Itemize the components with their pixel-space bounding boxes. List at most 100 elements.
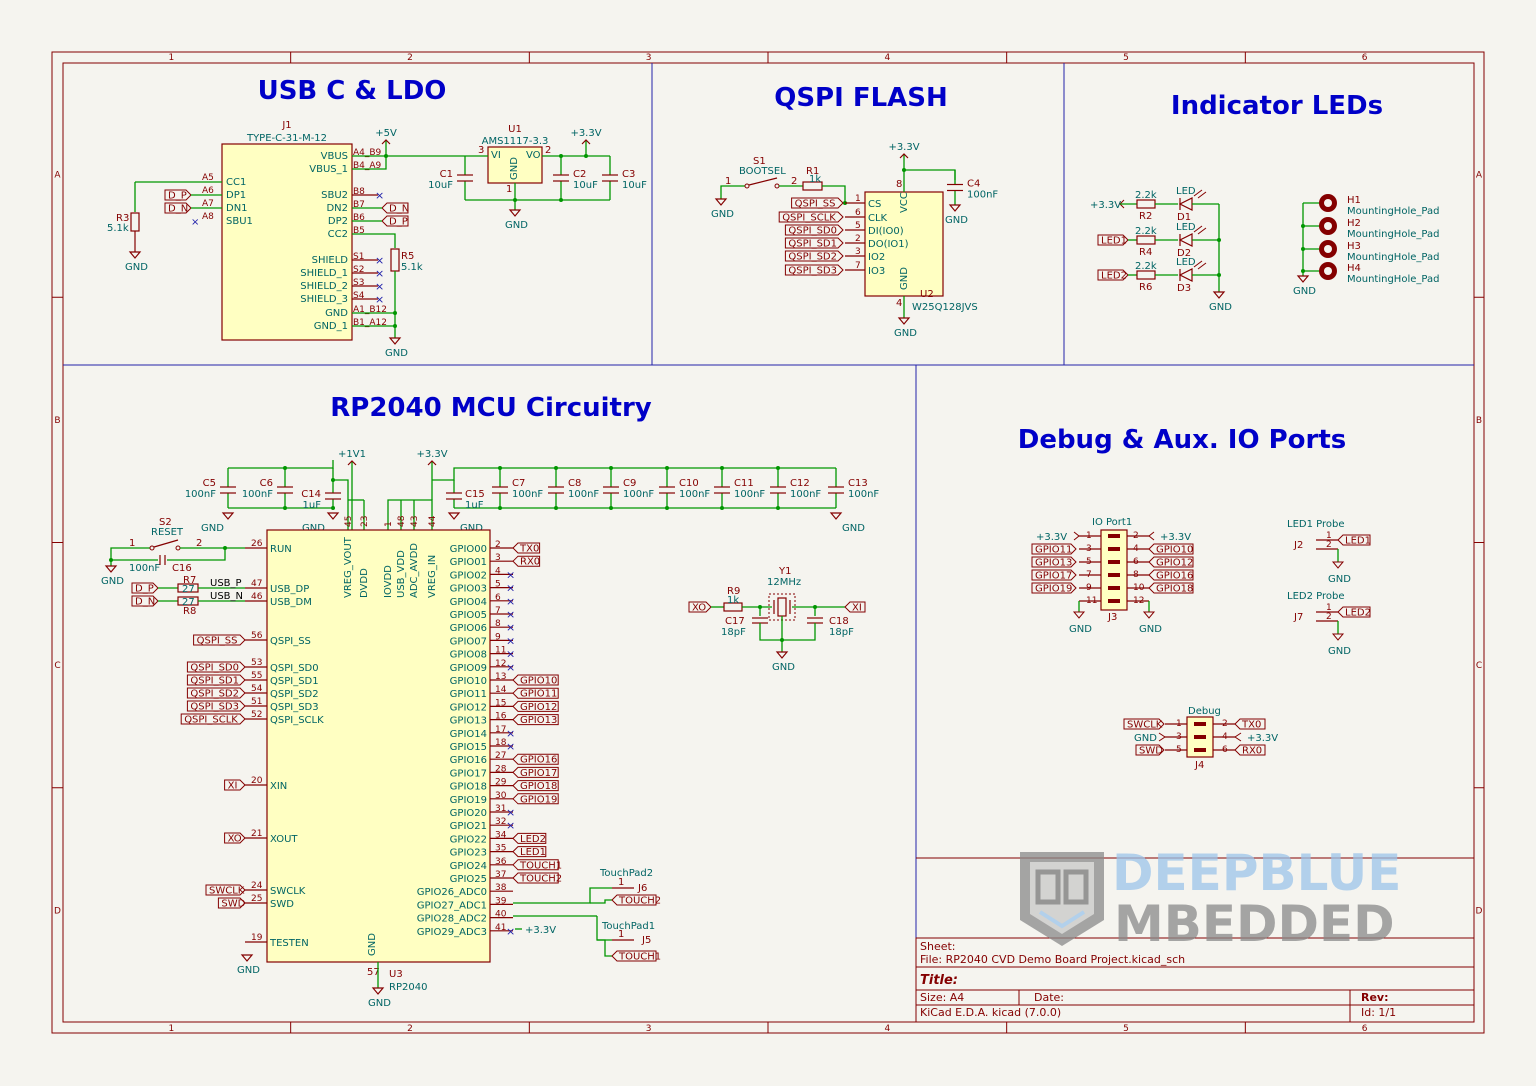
net-label bbox=[186, 674, 246, 686]
pin-name: DP2 bbox=[328, 216, 348, 227]
pin-number: 27 bbox=[495, 751, 506, 761]
net-label-text: QSPI_SD0 bbox=[788, 226, 837, 237]
net-label: TOUCH2 bbox=[611, 894, 661, 907]
net-label-text: D_N bbox=[168, 204, 188, 215]
net-label-text: QSPI_SD0 bbox=[190, 663, 239, 674]
pin-number: A8 bbox=[202, 212, 214, 222]
pin-name: GPIO02 bbox=[450, 570, 487, 581]
net-label bbox=[784, 237, 844, 249]
r9-value: 1k bbox=[727, 595, 739, 606]
cap-value: 1uF bbox=[303, 500, 322, 511]
net-label: XI bbox=[844, 601, 866, 614]
pin-name: GPIO28_ADC2 bbox=[417, 914, 487, 925]
gpio28-3v3: +3.3V bbox=[525, 925, 556, 936]
gnd-triangle bbox=[508, 209, 522, 217]
gnd-label: GND bbox=[842, 523, 865, 534]
pin-name: CC2 bbox=[328, 229, 348, 240]
header-pin bbox=[1108, 547, 1120, 551]
pin-name: GND_1 bbox=[314, 321, 348, 332]
frame-col-number: 5 bbox=[1123, 1024, 1129, 1034]
pin-number: A4_B9 bbox=[353, 148, 382, 158]
net-label-text: QSPI_SD1 bbox=[788, 239, 837, 250]
power-symbol-icon: +5V bbox=[375, 128, 397, 145]
pin-number: 1 bbox=[1176, 719, 1182, 729]
pin-number: 56 bbox=[251, 631, 263, 641]
pin-name: USB_DP bbox=[270, 584, 309, 595]
net-label-text: QSPI_SS bbox=[795, 199, 836, 210]
power-label: +3.3V bbox=[1036, 532, 1067, 543]
frame-row-letter: B bbox=[1476, 416, 1482, 426]
power-label: +3.3V bbox=[1247, 733, 1278, 744]
hole-value: MountingHole_Pad bbox=[1347, 229, 1439, 240]
led-rows: +3.3V2.2kR2LEDD1LED12.2kR4LEDD2LED22.2kR… bbox=[1090, 186, 1221, 294]
frame-col-number: 1 bbox=[168, 1024, 174, 1034]
r1-value: 1k bbox=[809, 174, 821, 185]
pin-name: TESTEN bbox=[269, 938, 309, 949]
hole-ref: H3 bbox=[1347, 241, 1361, 252]
cap-value: 10uF bbox=[622, 180, 647, 191]
pin-number: 2 bbox=[855, 234, 861, 244]
u2-pin4: 4 bbox=[896, 298, 902, 309]
wire bbox=[822, 185, 846, 203]
led-diode-icon bbox=[1178, 233, 1193, 247]
net-label-text: QSPI_SCLK bbox=[782, 213, 836, 224]
c16-value: 100nF bbox=[129, 563, 160, 574]
pin-number: 37 bbox=[495, 870, 506, 880]
pin-name: SBU2 bbox=[321, 190, 348, 201]
net-label bbox=[1135, 744, 1165, 756]
wire bbox=[513, 887, 612, 904]
gnd-triangle bbox=[371, 987, 385, 995]
y1-value: 12MHz bbox=[767, 577, 801, 588]
pin-name: CS bbox=[868, 199, 881, 210]
frame-row-letter: C bbox=[1476, 661, 1482, 671]
wire bbox=[720, 185, 745, 199]
junction bbox=[513, 198, 517, 202]
pin-number: 3 bbox=[1176, 732, 1182, 742]
pin-number: 26 bbox=[251, 539, 263, 549]
tb-size: Size: A4 bbox=[920, 991, 964, 1004]
junction bbox=[393, 324, 397, 328]
header-pin bbox=[1194, 735, 1206, 739]
pin-number: 7 bbox=[495, 606, 501, 616]
pin-number: B4_A9 bbox=[353, 161, 382, 171]
net-label-text: GPIO10 bbox=[1156, 545, 1193, 556]
gnd-symbol-icon: GND bbox=[829, 512, 865, 534]
net-label bbox=[217, 897, 246, 909]
frame-col-number: 2 bbox=[407, 1024, 413, 1034]
pin-number: 29 bbox=[495, 778, 507, 788]
net-label: XO bbox=[688, 601, 712, 614]
s1-value: BOOTSEL bbox=[739, 166, 786, 177]
led-diode-icon bbox=[1178, 197, 1193, 211]
net-label-text: RX0 bbox=[520, 557, 540, 568]
pin-number: 4 bbox=[1222, 732, 1228, 742]
pin-name: GPIO09 bbox=[450, 663, 487, 674]
net-label-text: SWCLK bbox=[209, 886, 245, 897]
pin-number: 25 bbox=[251, 894, 262, 904]
pin-name: XOUT bbox=[270, 834, 298, 845]
no-connect-icon: × bbox=[506, 568, 515, 581]
switch-lever bbox=[153, 539, 179, 548]
pin-number: 5 bbox=[1176, 745, 1182, 755]
pin-name: GPIO29_ADC3 bbox=[417, 927, 487, 938]
junction bbox=[498, 466, 502, 470]
pin-number: 4 bbox=[1133, 544, 1139, 554]
wire bbox=[352, 233, 396, 248]
no-connect-icon: × bbox=[375, 189, 384, 202]
gnd-label: GND bbox=[1328, 574, 1351, 585]
pin-name: SBU1 bbox=[226, 216, 253, 227]
gnd-symbol-icon: GND bbox=[894, 317, 917, 339]
pin-name: GPIO04 bbox=[450, 597, 487, 608]
pin-number: 2 bbox=[1133, 531, 1139, 541]
watermark: DEEPBLUE MBEDDED bbox=[1020, 844, 1401, 953]
tb-file: File: RP2040 CVD Demo Board Project.kica… bbox=[920, 953, 1185, 966]
pin-name: IO3 bbox=[868, 266, 885, 277]
led-resistor bbox=[1136, 270, 1156, 280]
net-label-text: GPIO17 bbox=[520, 768, 557, 779]
u1-value: AMS1117-3.3 bbox=[482, 136, 549, 147]
pin-name: GPIO22 bbox=[450, 834, 487, 845]
net-label: D_N bbox=[381, 202, 409, 215]
net-label bbox=[1234, 744, 1266, 756]
